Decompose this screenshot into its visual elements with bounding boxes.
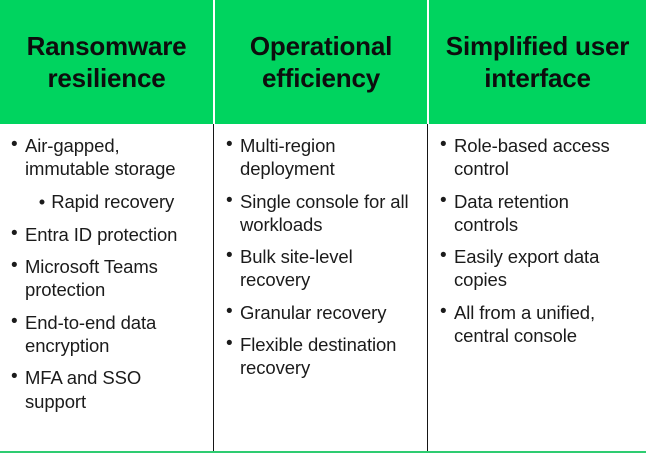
list-item-label: Microsoft Teams protection: [25, 256, 158, 301]
column-header-label: Simplified user interface: [445, 30, 630, 94]
column-header-label: Operational efficiency: [249, 30, 393, 94]
feature-list: Air-gapped, immutable storage •Rapid rec…: [10, 133, 203, 413]
list-item-label: Single console for all workloads: [240, 190, 409, 235]
column-header-simplified-user-interface: Simplified user interface: [429, 0, 646, 124]
list-item: Single console for all workloads: [225, 189, 417, 237]
list-item-label: Multi-region deployment: [240, 135, 336, 180]
header-gap-2: [427, 0, 429, 124]
list-item: Flexible destination recovery: [225, 332, 417, 380]
list-item-label: Rapid recovery: [51, 190, 175, 212]
feature-list: Role-based access control Data retention…: [439, 133, 636, 348]
list-item: Microsoft Teams protection: [10, 254, 203, 302]
list-item-label: All from a unified, central console: [454, 301, 596, 347]
column-body-operational-efficiency: Multi-region deployment Single console f…: [215, 124, 427, 465]
list-item: Role-based access control: [439, 133, 636, 181]
column-header-ransomware-resilience: Ransomware resilience: [0, 0, 213, 124]
list-item: Multi-region deployment: [225, 133, 417, 181]
list-item: Air-gapped, immutable storage: [10, 133, 203, 181]
list-item: Granular recovery: [225, 300, 417, 324]
list-item-label: Flexible destination recovery: [240, 334, 397, 379]
list-item: •Rapid recovery: [10, 190, 203, 213]
list-item: MFA and SSO support: [10, 365, 203, 413]
bullet-icon: •: [38, 190, 46, 212]
list-item-label: Entra ID protection: [25, 223, 178, 245]
list-item: Entra ID protection: [10, 222, 203, 246]
feature-list: Multi-region deployment Single console f…: [225, 133, 417, 380]
header-gap-1: [213, 0, 215, 124]
list-item: All from a unified, central console: [439, 300, 636, 348]
list-item-label: Bulk site-level recovery: [240, 246, 353, 291]
column-body-simplified-user-interface: Role-based access control Data retention…: [429, 124, 646, 465]
list-item: End-to-end data encryption: [10, 310, 203, 358]
list-item-label: MFA and SSO support: [25, 367, 142, 412]
list-item: Data retention controls: [439, 189, 636, 237]
list-item-label: End-to-end data encryption: [25, 311, 157, 357]
column-header-operational-efficiency: Operational efficiency: [215, 0, 427, 124]
list-item-label: Granular recovery: [240, 301, 387, 323]
column-body-ransomware-resilience: Air-gapped, immutable storage •Rapid rec…: [0, 124, 213, 465]
list-item-label: Air-gapped, immutable storage: [25, 135, 176, 180]
list-item-label: Role-based access control: [454, 135, 610, 180]
column-divider-1: [213, 124, 215, 465]
column-header-label: Ransomware resilience: [26, 30, 187, 94]
list-item-label: Data retention controls: [454, 190, 569, 235]
list-item: Bulk site-level recovery: [225, 244, 417, 292]
list-item-label: Easily export data copies: [454, 246, 600, 291]
list-item: Easily export data copies: [439, 244, 636, 292]
bottom-accent-rule: [0, 451, 646, 453]
column-divider-2: [427, 124, 429, 465]
